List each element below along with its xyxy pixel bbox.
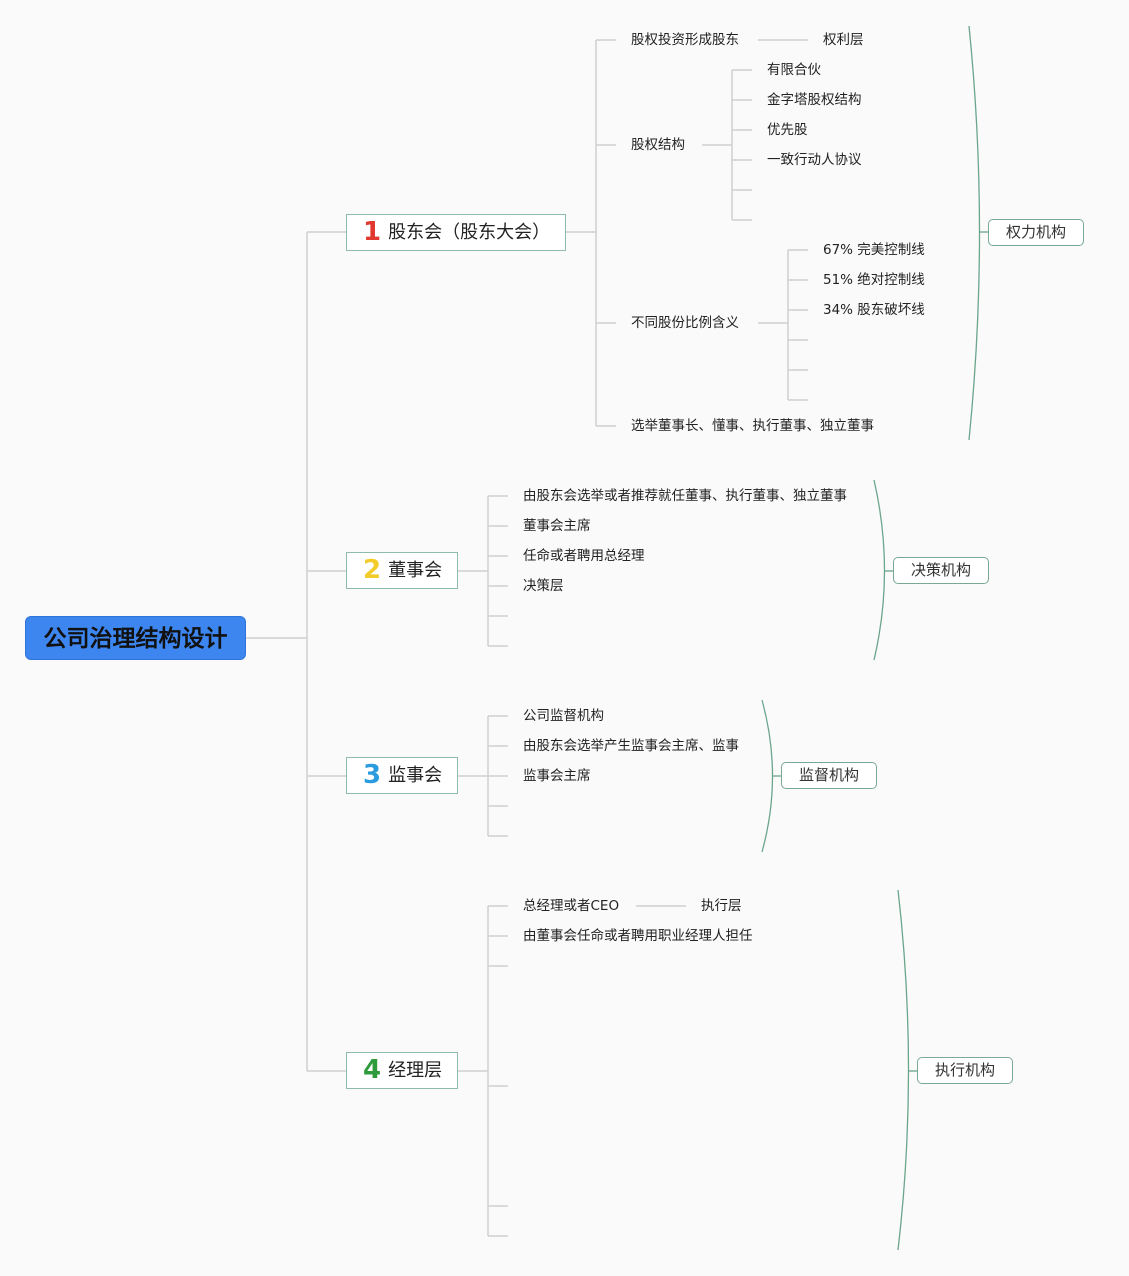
- leaf-pyramid-structure[interactable]: 金字塔股权结构: [767, 92, 862, 108]
- root-node[interactable]: 公司治理结构设计: [25, 616, 246, 660]
- leaf-supervisor-chairman[interactable]: 监事会主席: [523, 768, 591, 784]
- branch-label: 经理层: [388, 1060, 443, 1081]
- leaf-board-chairman[interactable]: 董事会主席: [523, 518, 591, 534]
- tree-connectors: [246, 39, 808, 1237]
- leaf-equity-structure[interactable]: 股权结构: [631, 137, 685, 153]
- leaf-supervision-body[interactable]: 公司监督机构: [523, 708, 604, 724]
- bracket-2: [873, 479, 886, 661]
- leaf-51-control[interactable]: 51% 绝对控制线: [823, 272, 925, 288]
- leaf-concert-agreement[interactable]: 一致行动人协议: [767, 152, 862, 168]
- branch-shareholders-meeting[interactable]: 1 股东会（股东大会）: [346, 214, 566, 251]
- leaf-share-ratio-meaning[interactable]: 不同股份比例含义: [631, 315, 739, 331]
- bracket-1: [968, 25, 981, 441]
- branch-number: 4: [363, 1055, 382, 1085]
- branch-label: 董事会: [388, 560, 443, 581]
- leaf-appoint-gm[interactable]: 任命或者聘用总经理: [523, 548, 645, 564]
- bracket-3: [761, 699, 774, 853]
- leaf-preferred-stock[interactable]: 优先股: [767, 122, 808, 138]
- branch-label: 股东会（股东大会）: [388, 222, 551, 243]
- branch-label: 监事会: [388, 765, 443, 786]
- summary-brackets: [761, 25, 988, 1251]
- branch-supervisory-board[interactable]: 3 监事会: [346, 757, 458, 794]
- leaf-limited-partnership[interactable]: 有限合伙: [767, 62, 821, 78]
- leaf-34-veto[interactable]: 34% 股东破坏线: [823, 302, 925, 318]
- leaf-gm-ceo[interactable]: 总经理或者CEO: [523, 898, 620, 914]
- summary-tag-supervision[interactable]: 监督机构: [781, 762, 877, 789]
- leaf-board-election[interactable]: 由股东会选举或者推荐就任董事、执行董事、独立董事: [523, 488, 847, 504]
- summary-tag-power[interactable]: 权力机构: [988, 219, 1084, 246]
- leaf-equity-investment[interactable]: 股权投资形成股东: [631, 32, 739, 48]
- leaf-elect-directors[interactable]: 选举董事长、懂事、执行董事、独立董事: [631, 418, 874, 434]
- leaf-supervisor-election[interactable]: 由股东会选举产生监事会主席、监事: [523, 738, 739, 754]
- leaf-professional-manager[interactable]: 由董事会任命或者聘用职业经理人担任: [523, 928, 753, 944]
- branch-number: 1: [363, 217, 382, 247]
- leaf-decision-layer[interactable]: 决策层: [523, 578, 564, 594]
- branch-management[interactable]: 4 经理层: [346, 1052, 458, 1089]
- branch-board[interactable]: 2 董事会: [346, 552, 458, 589]
- bracket-4: [897, 889, 910, 1251]
- branch-number: 3: [363, 760, 382, 790]
- summary-tag-execution[interactable]: 执行机构: [917, 1057, 1013, 1084]
- leaf-67-control[interactable]: 67% 完美控制线: [823, 242, 925, 258]
- leaf-execution-layer[interactable]: 执行层: [701, 898, 742, 914]
- leaf-rights-layer[interactable]: 权利层: [823, 32, 864, 48]
- summary-tag-decision[interactable]: 决策机构: [893, 557, 989, 584]
- branch-number: 2: [363, 555, 382, 585]
